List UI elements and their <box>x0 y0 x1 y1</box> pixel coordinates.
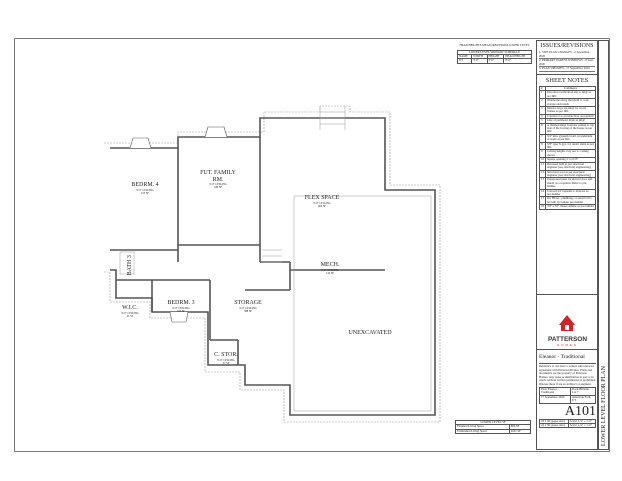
col-header: WIDTH <box>471 53 488 60</box>
info-date: 17 September 2020 <box>538 394 572 404</box>
note-text: A finished mf@ from the ceiling to top s… <box>545 122 596 135</box>
note-text: Unexposed plate for shower door and inst… <box>545 177 596 190</box>
window-well <box>204 126 228 138</box>
house-logo-icon <box>559 315 575 331</box>
room-name: BEDRM. 4 <box>131 182 159 188</box>
cell: 8'-0" <box>503 58 532 64</box>
logo-name: PATTERSON <box>547 336 588 343</box>
room-ceiling: 9'-0" CEILING <box>136 188 154 192</box>
room-area: 57 SF <box>222 361 230 365</box>
floor-plan <box>104 105 441 423</box>
issues-title: ISSUES/REVISIONS <box>540 43 594 49</box>
logo: PATTERSON HOMES <box>537 294 598 349</box>
room-name: C. STOR. <box>214 352 238 358</box>
room-area: 142 SF <box>325 271 334 275</box>
revision-item: 2. PRIMARY EGRESS WINDOWS - 8 Sept. 2020 <box>539 58 595 68</box>
room-ceiling: 9'-0" CEILING <box>217 358 235 362</box>
cell: 3'-0" <box>486 58 505 64</box>
room-name: STORAGE <box>234 300 262 306</box>
room-area: 388 SF <box>243 309 252 313</box>
scale: Scale: 1/4" = 1'-0" <box>567 422 597 429</box>
room-ceiling: 9'-0" CEILING <box>313 201 331 205</box>
schedule-title: LOWER LEVEL WINDOW SCHEDULE <box>457 49 532 56</box>
room-ceiling: 9'-0" CEILING <box>209 183 227 186</box>
schedule-heading: HEAD HEIGHTS MEASURED FROM LOWER LEVEL <box>459 43 530 47</box>
room-name: BEDRM. 3 <box>167 300 195 306</box>
note-text: Recessed bath as per structural engineer… <box>545 161 596 171</box>
room-ceiling: 9'-0" CEILING <box>121 311 139 315</box>
plan-name: Eleanor - Traditional <box>539 354 585 360</box>
room-area: 163 SF <box>176 309 185 313</box>
sheet-number: A101 <box>564 403 596 419</box>
room-area: 463 SF <box>317 204 326 208</box>
title-block: ISSUES/REVISIONS 1. SITE PLAN CHANGES - … <box>536 40 598 450</box>
col-header: HEAD HEIGHT <box>503 53 532 60</box>
room-name: W.I.C. <box>122 305 138 311</box>
sheet-title-strip: LOWER LEVEL FLOOR PLAN <box>598 40 609 450</box>
room-name: MECH. <box>320 262 340 268</box>
window-well <box>129 137 152 149</box>
col-header: Comments <box>545 85 596 92</box>
sheet-title: LOWER LEVEL FLOOR PLAN <box>601 366 607 446</box>
room-name: FLEX SPACE <box>304 195 340 201</box>
sheet-border <box>14 38 610 452</box>
note-text: 3/4" min. gypsum board on underside of s… <box>545 133 596 143</box>
room-name: UNEXCAVATED <box>348 330 392 336</box>
paper-size: 24 x 36 (paper size) <box>539 422 569 429</box>
room-name: FUT. FAMILY RM. <box>200 170 236 183</box>
room-ceiling: 9'-0" CEILING <box>321 268 339 272</box>
plan-info: Eleanor - Traditional Reference to one h… <box>537 349 598 430</box>
col-header: HEIGHT <box>486 53 505 60</box>
room-area: 41 SF <box>126 314 134 318</box>
note-text: Line of perimeter drain as mf@ <box>545 118 596 124</box>
cell: 2001 SF <box>508 428 532 435</box>
window-well <box>169 311 189 323</box>
area-title: LOWER LEVEL SF <box>455 419 531 426</box>
logo-sub: HOMES <box>556 343 578 347</box>
info-city: American Fork, UT <box>570 394 596 404</box>
note-text: Square opening 5' to 6'-8" <box>545 157 596 163</box>
window-schedule: HEAD HEIGHTS MEASURED FROM LOWER LEVEL L… <box>456 43 532 64</box>
room-ceiling: 9'-0" CEILING <box>239 306 257 310</box>
cell: 3'-0" <box>471 58 488 64</box>
note-text: 3'0" x 30" chases similar as pre-builder <box>545 204 596 210</box>
sheet-notes-title: SHEET NOTES <box>545 76 589 84</box>
room-area: 349 SF <box>213 186 222 190</box>
room-name: BATH 3 <box>126 255 133 276</box>
room-ceiling: 9'-0" CEILING <box>172 306 190 310</box>
revision-item: 3. PLAN UPDATES - 17 September 2020 <box>539 67 595 72</box>
disclaimer: Reference to one have a written subcontr… <box>539 363 596 386</box>
issues-section: ISSUES/REVISIONS 1. SITE PLAN CHANGES - … <box>537 41 597 75</box>
room-label: UNEXCAVATED <box>348 330 391 337</box>
room-label: BATH 3 <box>127 255 134 275</box>
revision-item: 1. SITE PLAN CHANGES - 2 September 2020 <box>539 50 595 60</box>
room-area: 153 SF <box>140 191 149 195</box>
